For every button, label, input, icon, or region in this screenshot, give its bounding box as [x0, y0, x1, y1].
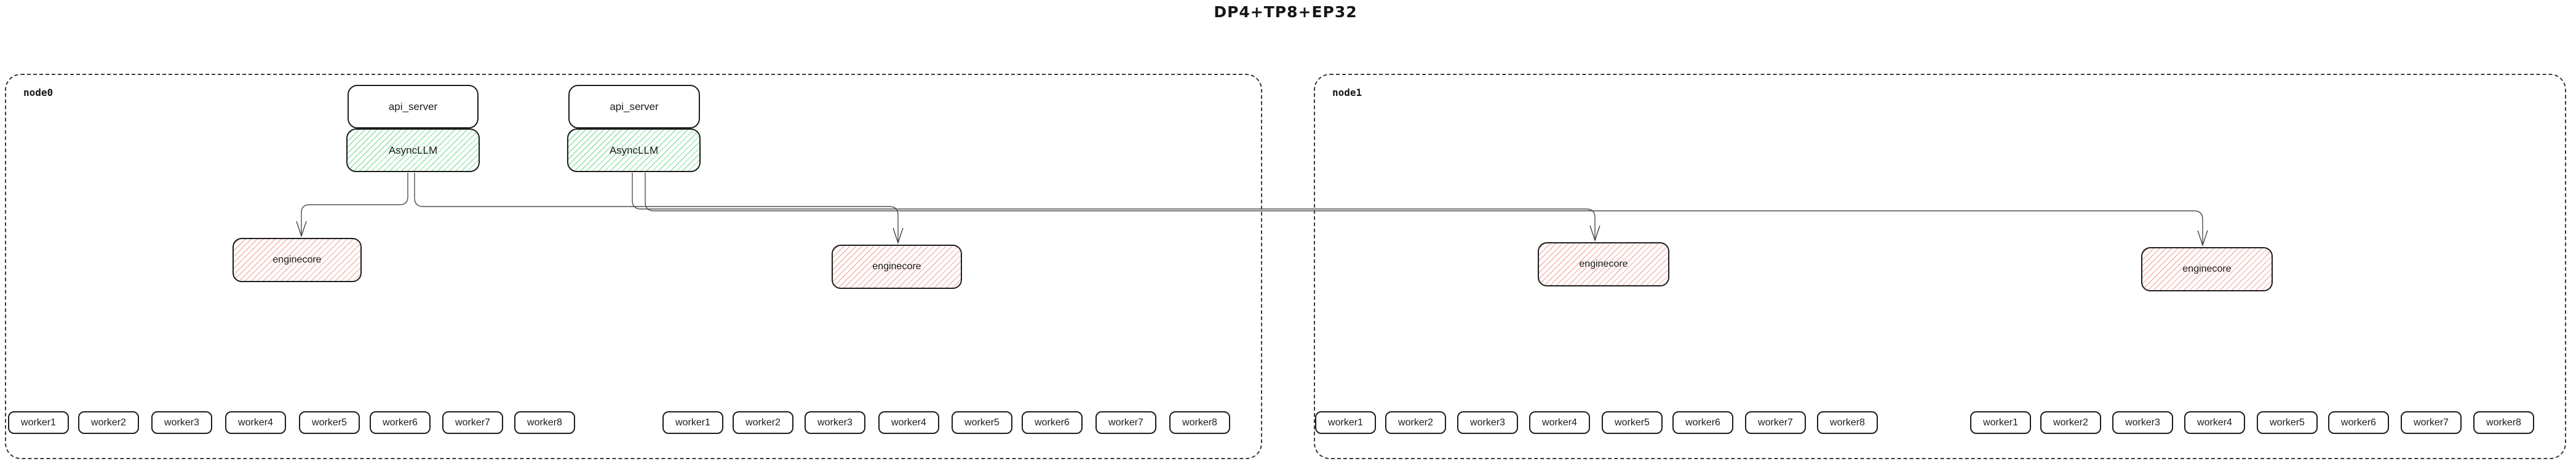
worker-box: worker1 [662, 411, 723, 434]
api-server-box: api_server [348, 85, 479, 128]
worker-box: worker8 [1817, 411, 1878, 434]
worker-box: worker1 [1970, 411, 2031, 434]
api-server-box: api_server [568, 85, 700, 128]
enginecore-box: enginecore [2141, 247, 2273, 291]
enginecore-box: enginecore [832, 245, 962, 289]
node1-label: node1 [1332, 87, 1362, 98]
worker-box: worker8 [514, 411, 575, 434]
worker-box: worker4 [225, 411, 286, 434]
worker-box: worker6 [1672, 411, 1733, 434]
worker-box: worker2 [1385, 411, 1446, 434]
worker-box: worker3 [151, 411, 212, 434]
worker-box: worker4 [878, 411, 939, 434]
worker-box: worker8 [2473, 411, 2534, 434]
worker-box: worker2 [733, 411, 793, 434]
worker-box: worker1 [1315, 411, 1376, 434]
asyncllm-box: AsyncLLM [567, 128, 701, 172]
worker-box: worker5 [952, 411, 1012, 434]
worker-box: worker4 [1529, 411, 1590, 434]
node1-container [1314, 74, 2566, 459]
enginecore-box: enginecore [233, 238, 362, 282]
worker-box: worker1 [8, 411, 69, 434]
worker-box: worker3 [1457, 411, 1518, 434]
worker-box: worker6 [1022, 411, 1083, 434]
worker-box: worker6 [370, 411, 431, 434]
node0-container [5, 74, 1262, 459]
worker-box: worker6 [2328, 411, 2389, 434]
worker-box: worker3 [805, 411, 865, 434]
worker-box: worker3 [2112, 411, 2173, 434]
worker-box: worker4 [2184, 411, 2245, 434]
worker-box: worker8 [1169, 411, 1230, 434]
asyncllm-box: AsyncLLM [346, 128, 480, 172]
worker-box: worker7 [1095, 411, 1156, 434]
enginecore-box: enginecore [1538, 242, 1669, 286]
worker-box: worker7 [442, 411, 503, 434]
worker-box: worker7 [2401, 411, 2462, 434]
node0-label: node0 [23, 87, 54, 98]
worker-box: worker2 [2040, 411, 2101, 434]
worker-box: worker2 [78, 411, 139, 434]
worker-box: worker5 [2257, 411, 2318, 434]
worker-box: worker5 [1602, 411, 1663, 434]
worker-box: worker5 [299, 411, 360, 434]
worker-box: worker7 [1745, 411, 1806, 434]
diagram-title: DP4+TP8+EP32 [1214, 3, 1358, 21]
